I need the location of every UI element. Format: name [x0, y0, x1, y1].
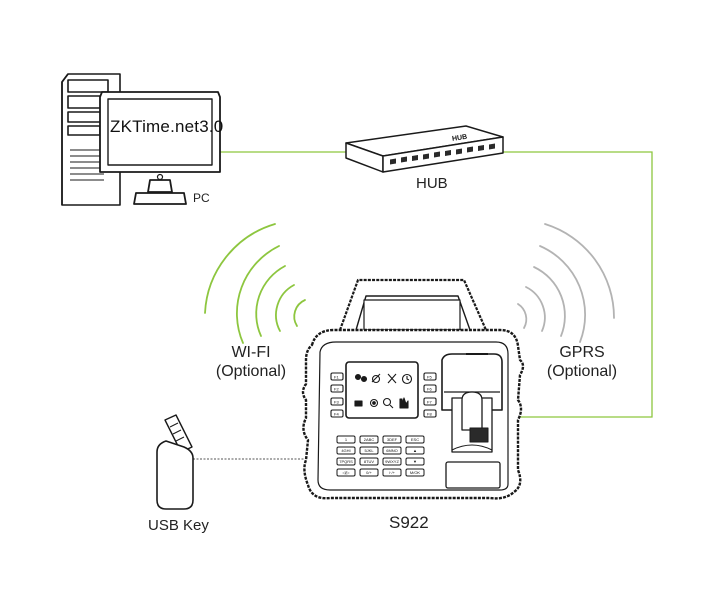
keypad-key-label: ▲: [413, 448, 417, 453]
keypad-key-label: ◁/▷: [342, 470, 350, 475]
keypad-key: [382, 435, 402, 444]
keypad-key-label: 0/+: [366, 470, 372, 475]
keypad-key: [382, 446, 402, 455]
gprs-label: GPRS (Optional): [537, 343, 627, 381]
keypad-key-label: 4GHI: [341, 448, 350, 453]
fingerprint-sensor: [441, 353, 503, 489]
s922-device: F1 F2 F3 F4 F5 F: [301, 278, 525, 500]
fkey-label: F4: [334, 412, 339, 417]
wifi-label-line1: WI-FI: [231, 344, 271, 361]
fkey-label: F7: [427, 400, 432, 405]
device-screen: [345, 361, 419, 419]
fkey-label: F3: [334, 400, 339, 405]
fkey-label: F8: [427, 412, 432, 417]
gprs-label-line2: (Optional): [546, 363, 618, 380]
screen-icons: [354, 373, 413, 409]
monitor-screen-text: ZKTime.net3.0: [110, 117, 224, 136]
hub-ports: [390, 143, 495, 165]
keypad-key-label: 6MNO: [386, 448, 398, 453]
keypad-key: [382, 457, 402, 466]
gprs-label-line1: GPRS: [559, 344, 605, 361]
device-keypad: 1 2ABC 3DEF ESC 4GHI 5JKL 6MNO ▲ 7PQRS 8TUV 9WXYZ ▼…: [336, 435, 425, 477]
keypad-key-label: 1: [345, 437, 348, 442]
gprs-signal-icon: [517, 223, 615, 343]
keypad-key: [405, 468, 425, 477]
keypad-key: [336, 457, 356, 466]
pc-monitor: [99, 91, 221, 205]
hub-device: HUB: [345, 125, 504, 173]
wifi-label: WI-FI (Optional): [206, 343, 296, 381]
keypad-key: [359, 446, 379, 455]
connection-lines: [220, 151, 653, 418]
keypad-key-label: M/OK: [410, 470, 421, 475]
keypad-key-label: ESC: [411, 437, 419, 442]
pc-label: PC: [193, 191, 210, 205]
usb-key-label: USB Key: [148, 517, 209, 534]
wifi-signal-icon: [204, 223, 306, 344]
keypad-key: [359, 457, 379, 466]
keypad-key-label: 3DEF: [387, 437, 398, 442]
usb-key-device: [156, 414, 194, 510]
right-function-keys: F5 F6 F7 F8: [423, 372, 437, 418]
keypad-key: [359, 435, 379, 444]
hub-brand-text: HUB: [452, 134, 468, 143]
fkey-label: F6: [427, 387, 432, 392]
keypad-key: [382, 468, 402, 477]
keypad-key-label: 8TUV: [364, 459, 375, 464]
left-function-keys: F1 F2 F3 F4: [330, 372, 344, 418]
keypad-key-label: ▼: [413, 459, 417, 464]
fkey-label: F2: [334, 387, 339, 392]
keypad-key-label: 2ABC: [364, 437, 375, 442]
keypad-key-label: 7PQRS: [339, 459, 353, 464]
device-label: S922: [389, 513, 429, 532]
keypad-key-label: 5JKL: [364, 448, 374, 453]
fkey-label: F1: [334, 375, 339, 380]
keypad-key: [336, 446, 356, 455]
hub-device-link: [503, 151, 653, 418]
keypad-key: [359, 468, 379, 477]
keypad-key-label: /·/+: [389, 470, 396, 475]
keypad-key-label: 9WXYZ: [385, 459, 399, 464]
fkey-label: F5: [427, 375, 432, 380]
wifi-label-line2: (Optional): [215, 363, 287, 380]
keypad-key: [405, 457, 425, 466]
keypad-key: [405, 435, 425, 444]
hub-label: HUB: [416, 175, 448, 192]
keypad-key: [336, 468, 356, 477]
keypad-key: [405, 446, 425, 455]
keypad-key: [336, 435, 356, 444]
